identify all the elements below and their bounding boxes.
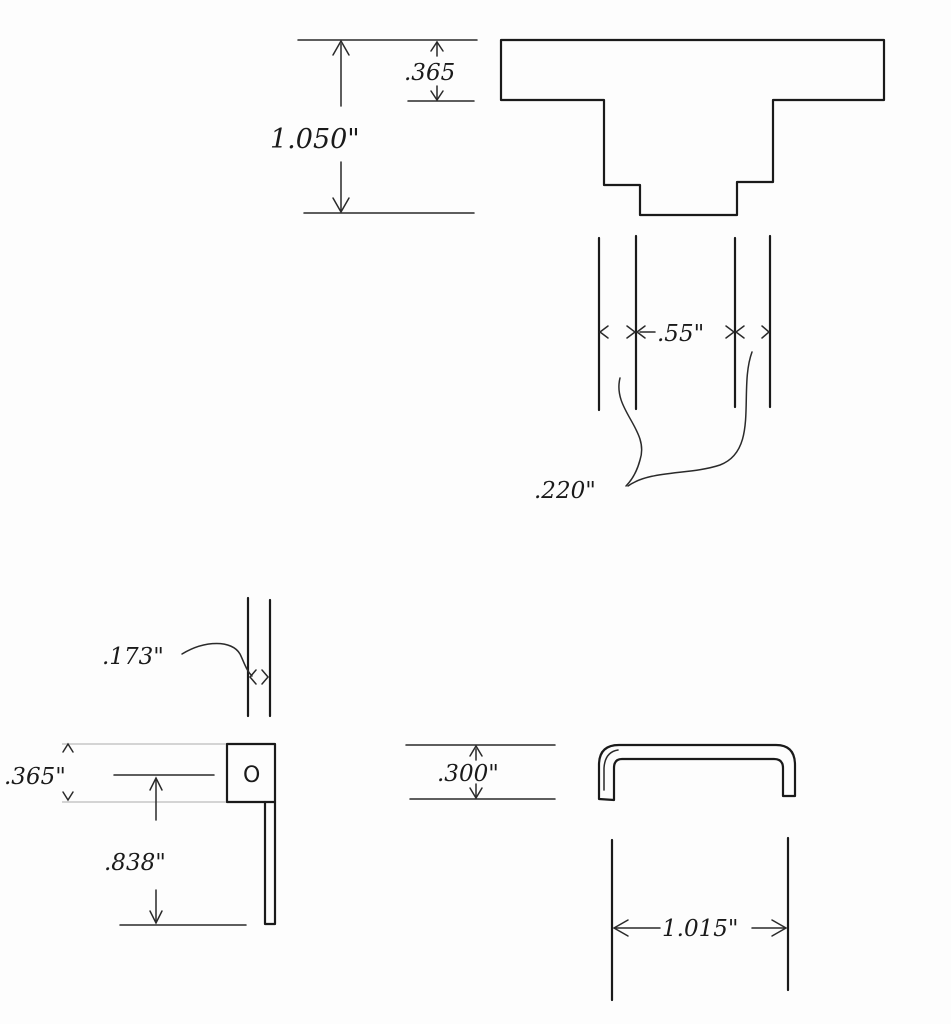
leg-length-dimension: .838"	[104, 774, 247, 926]
arrowhead-left-inner	[635, 325, 646, 339]
staple-shading	[603, 749, 619, 791]
arrowhead-down	[62, 791, 74, 802]
wall-thickness-label: .220"	[534, 478, 596, 504]
arrowhead-down	[149, 910, 163, 925]
arrowhead-left	[249, 669, 257, 685]
slot-width-dimension: .55"	[597, 234, 772, 412]
arrowhead-left	[612, 919, 629, 937]
side-view: O	[225, 742, 277, 926]
leader-line-right	[627, 351, 753, 487]
staple-width-dimension: 1.015"	[610, 836, 790, 1002]
arrowhead-right	[771, 919, 788, 937]
overall-height-label: 1.050"	[270, 124, 360, 155]
arrowhead-up	[332, 39, 350, 56]
t-part-outline	[499, 38, 886, 217]
block-label: O	[243, 763, 260, 788]
leg-outline	[263, 800, 277, 926]
t-part-view	[499, 38, 886, 217]
overall-height-dimension: 1.050"	[270, 39, 478, 214]
rail-thickness-dimension: .173"	[102, 596, 272, 718]
arrowhead-left-2	[734, 325, 745, 339]
arrowhead-down	[332, 197, 350, 214]
flange-thickness-label: .365	[404, 60, 455, 86]
leader-line	[181, 642, 253, 677]
arrowhead-down	[430, 90, 444, 102]
leg-length-label: .838"	[104, 850, 166, 876]
flange-thickness-dimension: .365	[404, 40, 455, 102]
arrowhead-left-outer	[598, 325, 609, 339]
arrowhead-down	[469, 787, 483, 800]
arrowhead-up	[149, 776, 163, 791]
arrowhead-up	[430, 40, 444, 52]
block-height-label: .365"	[4, 764, 66, 790]
arrowhead-right-inner	[725, 325, 736, 339]
rail-thickness-label: .173"	[102, 644, 164, 670]
staple-height-label: .300"	[437, 761, 499, 787]
arrowhead-up	[469, 744, 483, 757]
leader-line-left	[618, 377, 643, 487]
slot-width-label: .55"	[657, 321, 704, 347]
arrowhead-right-1	[626, 325, 637, 339]
arrowhead-right	[261, 669, 269, 685]
arrowhead-right-outer	[761, 325, 771, 339]
block-outline	[225, 742, 277, 804]
staple-view	[597, 743, 797, 802]
block-height-dimension: .365"	[4, 742, 226, 803]
wall-thickness-dimension: .220"	[534, 351, 753, 504]
staple-height-dimension: .300"	[405, 744, 556, 800]
arrowhead-up	[62, 742, 74, 753]
staple-outline	[597, 743, 797, 802]
staple-width-label: 1.015"	[662, 916, 738, 942]
